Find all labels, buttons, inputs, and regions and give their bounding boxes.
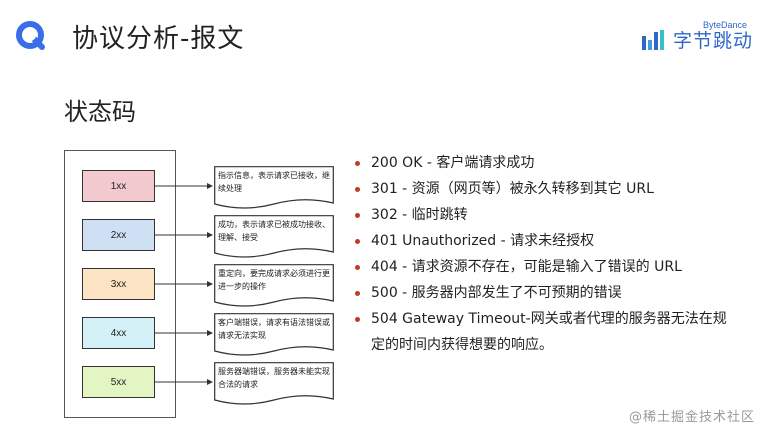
doc-text-5xx: 服务器端错误，服务器未能实现合法的请求 — [218, 367, 330, 389]
doc-4xx: 客户端错误，请求有语法错误或请求无法实现 — [214, 313, 334, 356]
doc-text-3xx: 重定向，要完成请求必须进行更进一步的操作 — [218, 269, 330, 291]
list-item-continuation: 定的时间内获得想要的响应。 — [371, 337, 553, 353]
doc-1xx: 指示信息，表示请求已接收，继续处理 — [214, 166, 334, 209]
document-shape-icon — [214, 215, 334, 258]
list-item: 500 - 服务器内部发生了不可预期的错误 — [353, 280, 753, 306]
brand-logo: ByteDance 字节跳动 — [641, 20, 753, 52]
code-box-4xx: 4xx — [82, 317, 155, 349]
brand-small-text: ByteDance — [702, 20, 748, 30]
doc-2xx: 成功，表示请求已被成功接收、理解、接受 — [214, 215, 334, 258]
code-box-5xx: 5xx — [82, 366, 155, 398]
doc-5xx: 服务器端错误，服务器未能实现合法的请求 — [214, 362, 334, 405]
document-shape-icon — [214, 362, 334, 405]
status-code-diagram: 1xx 2xx 3xx 4xx 5xx 指示信息，表示请求已接收，继续处理 成功… — [64, 150, 338, 418]
list-item: 404 - 请求资源不存在，可能是输入了错误的 URL — [353, 254, 753, 280]
document-shape-icon — [214, 264, 334, 307]
code-box-3xx: 3xx — [82, 268, 155, 300]
section-title: 状态码 — [64, 98, 136, 126]
bytedance-logo-icon — [641, 30, 664, 50]
q-logo-icon — [16, 21, 45, 50]
status-code-list: 200 OK - 客户端请求成功 301 - 资源（网页等）被永久转移到其它 U… — [353, 150, 753, 358]
doc-text-4xx: 客户端错误，请求有语法错误或请求无法实现 — [218, 318, 330, 340]
diagram-arrows — [155, 183, 213, 385]
code-box-1xx: 1xx — [82, 170, 155, 202]
list-item: 504 Gateway Timeout-网关或者代理的服务器无法在规 — [353, 306, 753, 332]
list-item: 302 - 临时跳转 — [353, 202, 753, 228]
list-item: 200 OK - 客户端请求成功 — [353, 150, 753, 176]
brand-name: 字节跳动 — [672, 30, 753, 52]
page-title: 协议分析-报文 — [72, 24, 245, 54]
doc-text-1xx: 指示信息，表示请求已接收，继续处理 — [218, 171, 330, 193]
document-shape-icon — [214, 166, 334, 209]
doc-3xx: 重定向，要完成请求必须进行更进一步的操作 — [214, 264, 334, 307]
list-item: 401 Unauthorized - 请求未经授权 — [353, 228, 753, 254]
document-shape-icon — [214, 313, 334, 356]
code-box-2xx: 2xx — [82, 219, 155, 251]
watermark: @稀土掘金技术社区 — [628, 410, 755, 425]
doc-text-2xx: 成功，表示请求已被成功接收、理解、接受 — [218, 220, 330, 242]
list-item: 301 - 资源（网页等）被永久转移到其它 URL — [353, 176, 753, 202]
